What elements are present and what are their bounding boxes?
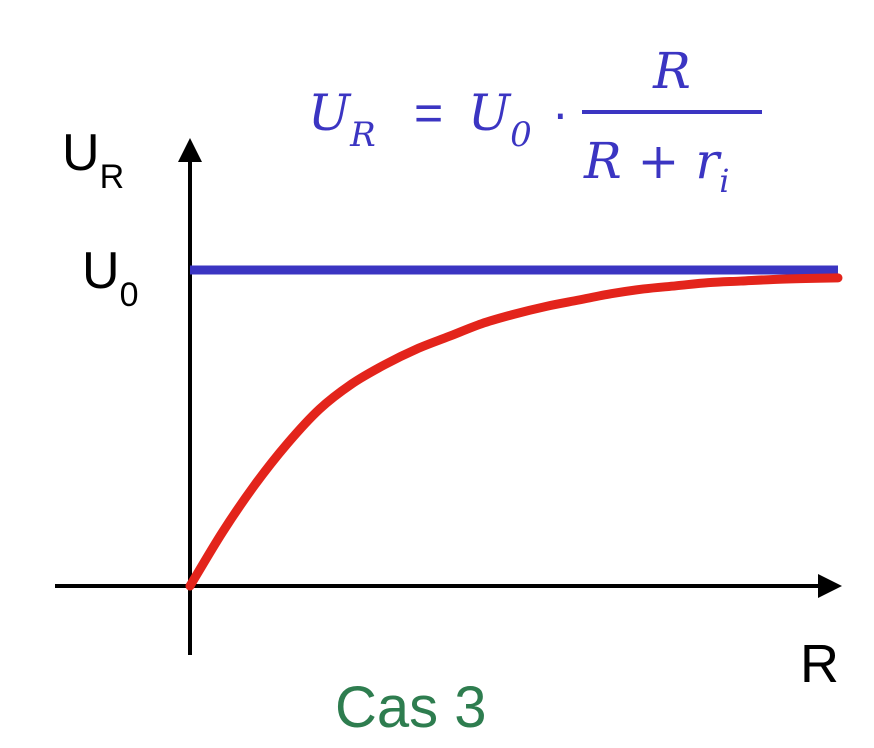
formula: UR = U0 · R R + ri — [308, 42, 762, 200]
formula-equals: = — [414, 85, 443, 141]
formula-lhs: UR — [308, 84, 376, 155]
formula-rhs: U0 — [468, 84, 532, 155]
x-axis-label: R — [800, 634, 839, 694]
chart-caption: Cas 3 — [335, 675, 487, 740]
series-ur-curve — [185, 273, 843, 591]
y-tick-label-u0: U0 — [82, 242, 138, 314]
formula-dot: · — [552, 85, 569, 141]
formula-numerator: R — [652, 42, 691, 100]
formula-denominator: R + ri — [583, 132, 729, 200]
y-axis-label: UR — [62, 124, 124, 196]
